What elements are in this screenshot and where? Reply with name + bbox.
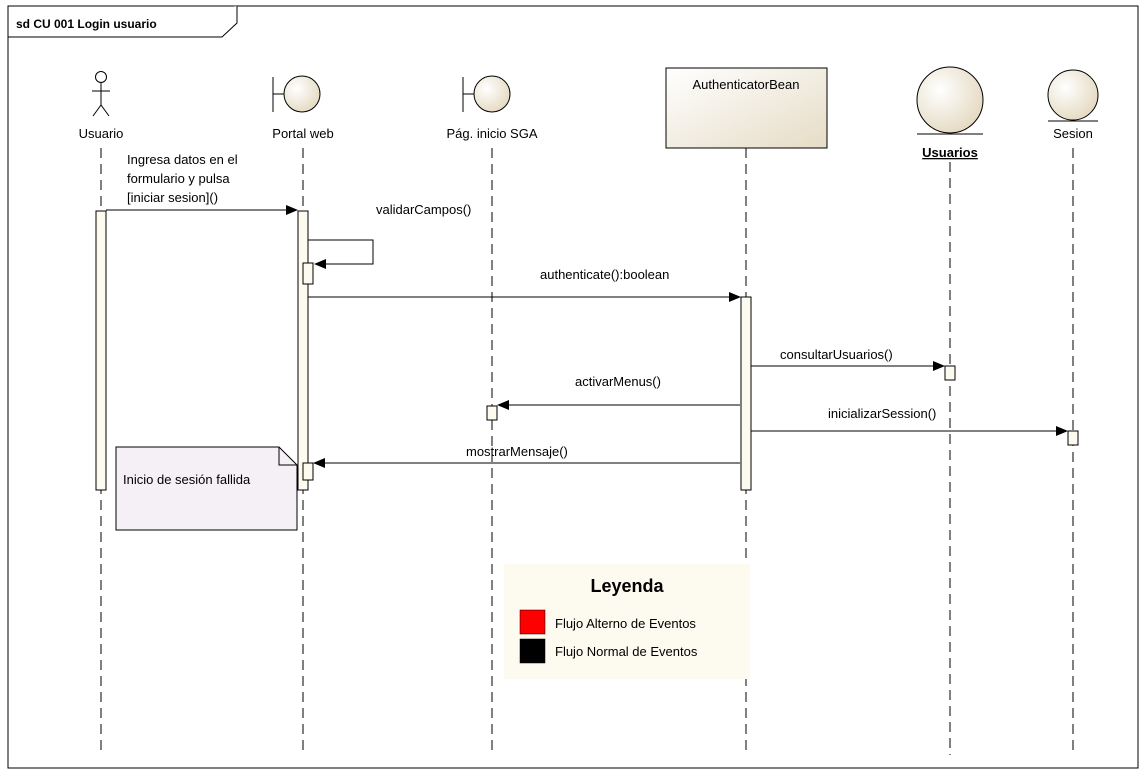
msg-validar-label: validarCampos()	[376, 202, 471, 217]
msg-consultar-label: consultarUsuarios()	[780, 347, 893, 362]
lifeline-usuarios-label: Usuarios	[922, 145, 978, 160]
message-labels: Ingresa datos en el formulario y pulsa […	[127, 152, 936, 459]
boundary-icon	[462, 75, 511, 113]
lifeline-portal[interactable]: Portal web	[272, 75, 334, 141]
msg-ingresa-line3: [iniciar sesion]()	[127, 190, 218, 205]
lifeline-usuario-label: Usuario	[79, 126, 124, 141]
msg-activar-label: activarMenus()	[575, 374, 661, 389]
msg-mostrar-label: mostrarMensaje()	[466, 444, 568, 459]
object-box	[665, 67, 828, 149]
msg-ingresa-line1: Ingresa datos en el	[127, 152, 238, 167]
activation-usuario	[95, 210, 107, 491]
lifeline-authenticator[interactable]: AuthenticatorBean	[665, 67, 828, 149]
activation-pagina	[486, 405, 498, 421]
sd-frame: sd CU 001 Login usuario	[7, 5, 1139, 769]
entity-icon	[1047, 69, 1099, 122]
msg-authenticate-label: authenticate():boolean	[540, 267, 669, 282]
lifeline-sesion-label: Sesion	[1053, 126, 1093, 141]
activation-portal-self	[302, 262, 314, 285]
legend-swatch-alterno	[519, 609, 546, 635]
note-inicio-fallida[interactable]: Inicio de sesión fallida	[115, 446, 298, 531]
lifeline-portal-label: Portal web	[272, 126, 333, 141]
frame-title: sd CU 001 Login usuario	[16, 17, 157, 31]
msg-inicializar-label: inicializarSession()	[828, 406, 936, 421]
lifeline-usuario[interactable]: Usuario	[79, 71, 124, 142]
activation-bars	[95, 210, 1079, 491]
lifeline-authenticator-label: AuthenticatorBean	[693, 77, 800, 92]
actor-icon	[92, 71, 110, 117]
legend-label-normal: Flujo Normal de Eventos	[555, 644, 698, 659]
msg-ingresa-line2: formulario y pulsa	[127, 171, 230, 186]
legend-label-alterno: Flujo Alterno de Eventos	[555, 616, 696, 631]
lifeline-pagina[interactable]: Pág. inicio SGA	[446, 75, 538, 141]
activation-authenticator	[740, 296, 752, 491]
note-text: Inicio de sesión fallida	[123, 472, 251, 487]
legend: Leyenda Flujo Alterno de Eventos Flujo N…	[504, 564, 750, 679]
lifeline-sesion[interactable]: Sesion	[1047, 69, 1099, 141]
activation-sesion	[1067, 430, 1079, 446]
activation-portal	[297, 210, 309, 491]
message-lines	[106, 205, 1068, 468]
entity-icon	[916, 66, 984, 135]
activation-usuarios	[944, 365, 956, 381]
legend-title: Leyenda	[590, 576, 664, 596]
activation-portal-return	[302, 462, 314, 481]
boundary-icon	[272, 75, 321, 113]
legend-swatch-normal	[519, 638, 546, 664]
lifeline-usuarios[interactable]: Usuarios	[916, 66, 984, 160]
msg-validar-arrow	[308, 239, 374, 269]
lifeline-pagina-label: Pág. inicio SGA	[446, 126, 537, 141]
